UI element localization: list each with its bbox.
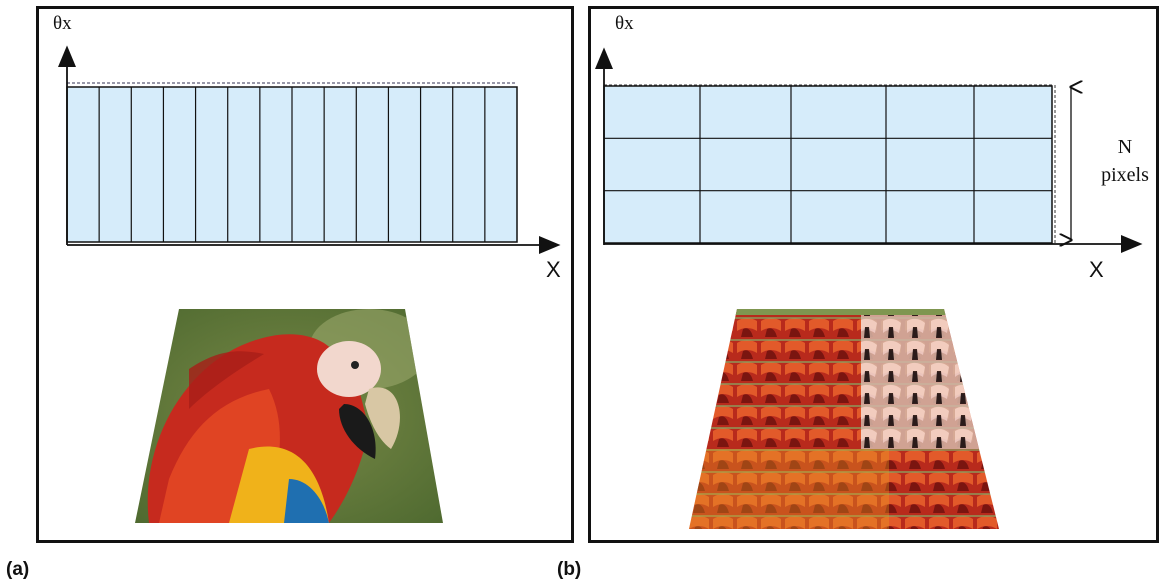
- panel-b: θx X N pixels: [588, 6, 1159, 543]
- grid-area-b: [603, 85, 1053, 244]
- theta-x-label-a: θx: [53, 13, 72, 34]
- panel-b-diagram: [595, 47, 1143, 529]
- x-axis-label-a: X: [546, 257, 561, 282]
- panel-a: θx X: [36, 6, 574, 543]
- theta-x-label-b: θx: [615, 13, 634, 34]
- grid-cells-b: [604, 86, 1052, 243]
- panel-a-diagram: [58, 45, 561, 523]
- tiled-parrot-image: [689, 309, 999, 529]
- parrot-image: [135, 309, 443, 523]
- n-label: N: [1117, 136, 1133, 158]
- x-axis-label-b: X: [1089, 257, 1104, 282]
- n-pixels-label: N pixels: [1090, 133, 1160, 189]
- panel-label-a: (a): [6, 559, 30, 580]
- panel-label-b: (b): [557, 559, 582, 580]
- grid-columns-a: [98, 87, 486, 242]
- pixels-label: pixels: [1101, 164, 1149, 186]
